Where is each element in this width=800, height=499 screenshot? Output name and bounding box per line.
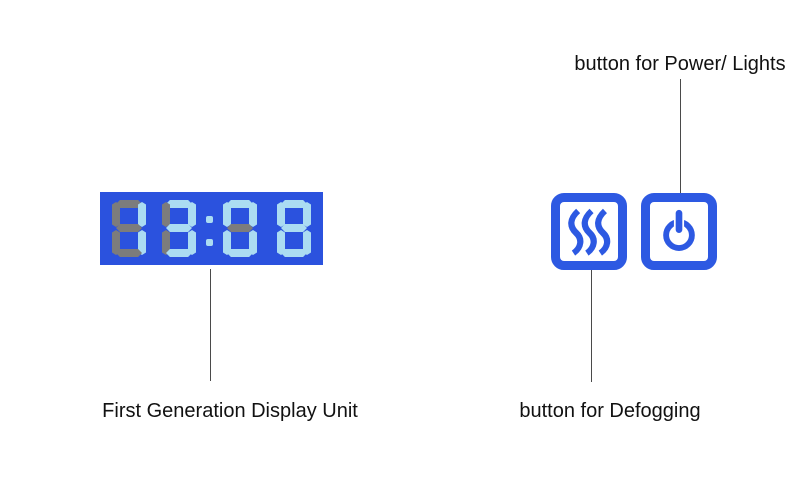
display-digit [162, 200, 196, 257]
callout-line-display [210, 269, 211, 381]
power-button-label: button for Power/ Lights [574, 53, 786, 75]
display-digit [277, 200, 311, 257]
power-icon [654, 207, 704, 257]
callout-line-power [680, 79, 681, 193]
display-digit [223, 200, 257, 257]
colon-dot-top [206, 216, 213, 223]
power-button[interactable] [641, 193, 717, 270]
defog-button-label: button for Defogging [519, 400, 701, 422]
defog-button[interactable] [551, 193, 627, 270]
seven-segment-display [100, 192, 323, 265]
display-digit [112, 200, 146, 257]
display-unit-label: First Generation Display Unit [102, 400, 358, 422]
colon-dot-bottom [206, 239, 213, 246]
defog-waves-icon [566, 207, 612, 257]
callout-line-defog [591, 269, 592, 382]
